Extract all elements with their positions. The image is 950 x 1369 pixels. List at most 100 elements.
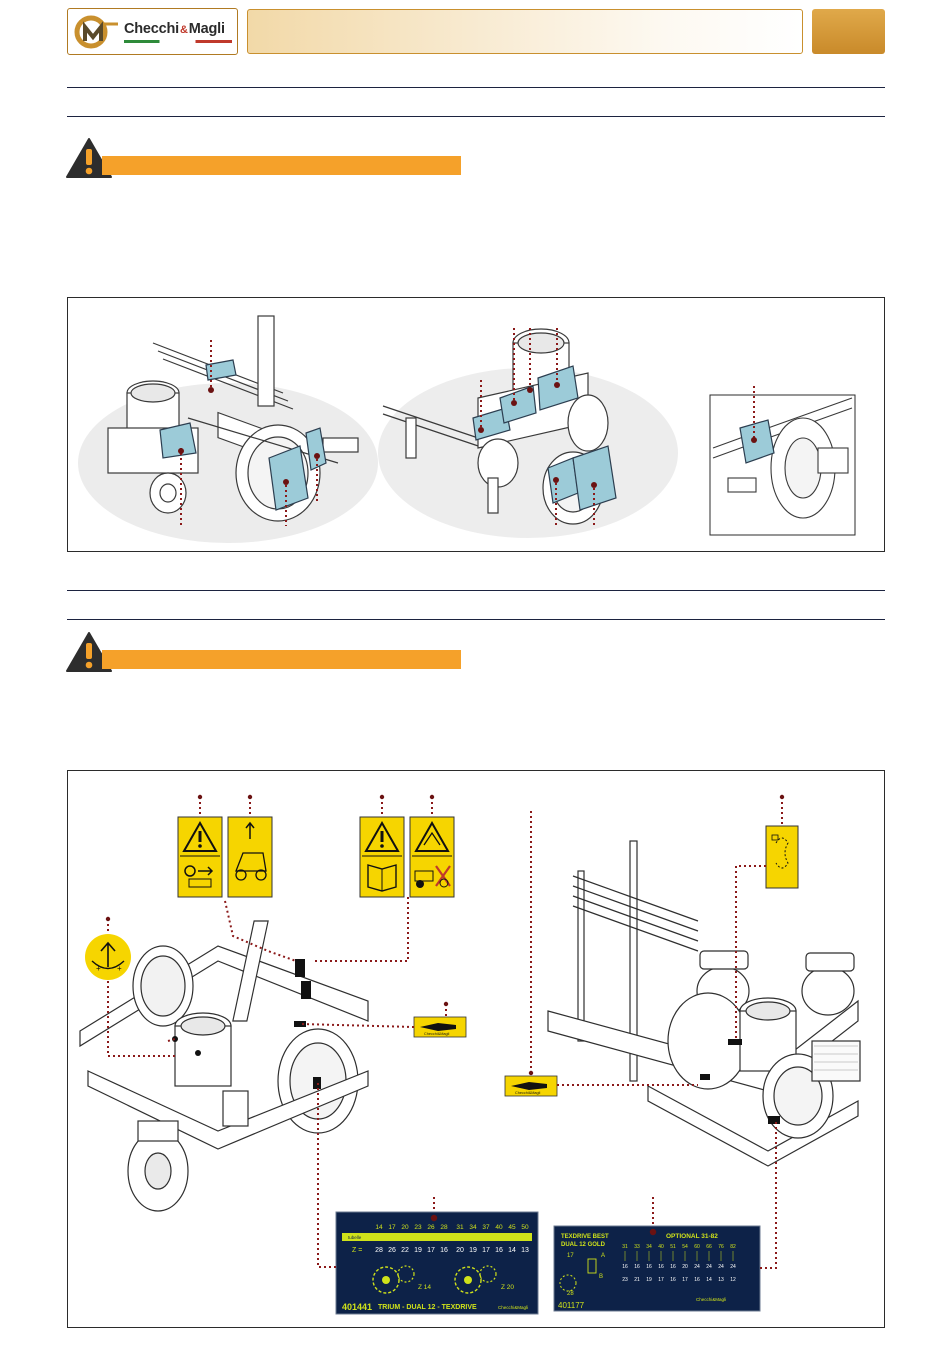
svg-text:16: 16: [495, 1247, 503, 1254]
svg-text:19: 19: [469, 1247, 477, 1254]
svg-text:26: 26: [388, 1247, 396, 1254]
svg-text:51: 51: [670, 1244, 676, 1250]
grease-label-2: Checchi&Magli: [504, 1075, 558, 1097]
svg-text:23: 23: [414, 1224, 422, 1231]
svg-text:Checchi&Magli: Checchi&Magli: [515, 1091, 540, 1095]
svg-text:31: 31: [622, 1244, 628, 1250]
decals-illustration: + + Checchi&Magli Checchi&Magli: [79, 794, 861, 1315]
svg-text:16: 16: [658, 1264, 664, 1270]
guards-figure: [67, 297, 885, 552]
svg-text:17: 17: [482, 1247, 490, 1254]
svg-text:13: 13: [521, 1247, 529, 1254]
svg-text:401441: 401441: [342, 1302, 372, 1312]
svg-text:20: 20: [401, 1224, 409, 1231]
svg-text:16: 16: [634, 1264, 640, 1270]
svg-text:17: 17: [567, 1253, 574, 1259]
svg-text:Checchi&Magli: Checchi&Magli: [696, 1297, 726, 1302]
svg-text:22: 22: [401, 1247, 409, 1254]
svg-text:TRIUM - DUAL 12 - TEXDRIVE: TRIUM - DUAL 12 - TEXDRIVE: [378, 1304, 477, 1311]
svg-text:+: +: [96, 964, 101, 973]
svg-text:16: 16: [694, 1277, 700, 1283]
svg-text:28: 28: [567, 1291, 574, 1297]
svg-text:24: 24: [694, 1264, 700, 1270]
svg-text:Z =: Z =: [352, 1247, 362, 1254]
brand-name: Checchi&Magli: [124, 21, 225, 37]
svg-text:16: 16: [622, 1264, 628, 1270]
svg-text:60: 60: [694, 1244, 700, 1250]
svg-text:13: 13: [718, 1277, 724, 1283]
svg-text:TEXDRIVE BEST: TEXDRIVE BEST: [561, 1234, 609, 1240]
brand-mark-icon: [74, 15, 118, 49]
svg-text:76: 76: [718, 1244, 724, 1250]
svg-text:17: 17: [682, 1277, 688, 1283]
svg-text:40: 40: [658, 1244, 664, 1250]
guard-shield: [159, 422, 197, 459]
svg-text:12: 12: [730, 1277, 736, 1283]
warning-banner: [102, 650, 461, 669]
svg-text:34: 34: [646, 1244, 652, 1250]
ratio-table-decal: 14 17 20 23 26 28 31 34 37 40 45 50 tube…: [335, 1211, 539, 1315]
grease-label-1: Checchi&Magli: [413, 1016, 467, 1038]
svg-text:26: 26: [427, 1224, 435, 1231]
guards-illustration: [78, 315, 856, 543]
svg-text:50: 50: [521, 1224, 529, 1231]
svg-text:24: 24: [706, 1264, 712, 1270]
svg-text:17: 17: [388, 1224, 396, 1231]
svg-text:OPTIONAL 31-82: OPTIONAL 31-82: [666, 1233, 718, 1240]
svg-text:21: 21: [634, 1277, 640, 1283]
brand-logo: Checchi&Magli: [67, 8, 238, 55]
warning-triangle-icon: [66, 632, 112, 672]
svg-text:+: +: [117, 964, 122, 973]
svg-text:37: 37: [482, 1224, 490, 1231]
svg-text:16: 16: [646, 1264, 652, 1270]
texdrive-table-decal: TEXDRIVE BEST DUAL 12 GOLD OPTIONAL 31-8…: [553, 1225, 761, 1312]
svg-text:20: 20: [682, 1264, 688, 1270]
svg-text:17: 17: [427, 1247, 435, 1254]
svg-text:Z 14: Z 14: [418, 1284, 431, 1291]
svg-text:B: B: [599, 1274, 603, 1280]
warning-triangle-icon: [66, 138, 112, 178]
section2-top-rule: [67, 590, 885, 591]
warning-banner: [102, 156, 461, 175]
svg-text:82: 82: [730, 1244, 736, 1250]
svg-text:33: 33: [634, 1244, 640, 1250]
svg-text:54: 54: [682, 1244, 688, 1250]
svg-text:16: 16: [440, 1247, 448, 1254]
svg-text:19: 19: [414, 1247, 422, 1254]
svg-text:DUAL 12 GOLD: DUAL 12 GOLD: [561, 1242, 606, 1248]
svg-text:401177: 401177: [558, 1301, 585, 1310]
svg-text:14: 14: [508, 1247, 516, 1254]
section2-bottom-rule: [67, 619, 885, 620]
page-number-tab: [812, 9, 885, 54]
svg-text:24: 24: [730, 1264, 736, 1270]
safety-decal-group-2: [359, 816, 455, 898]
svg-text:19: 19: [646, 1277, 652, 1283]
svg-text:Z 20: Z 20: [501, 1284, 514, 1291]
svg-text:28: 28: [440, 1224, 448, 1231]
decals-figure: + + Checchi&Magli Checchi&Magli: [67, 770, 885, 1328]
svg-text:17: 17: [658, 1277, 664, 1283]
svg-text:66: 66: [706, 1244, 712, 1250]
safety-decal-group-1: [177, 816, 273, 898]
svg-text:14: 14: [706, 1277, 712, 1283]
svg-text:tubelle: tubelle: [348, 1235, 362, 1240]
svg-text:16: 16: [670, 1264, 676, 1270]
svg-text:23: 23: [622, 1277, 628, 1283]
svg-text:40: 40: [495, 1224, 503, 1231]
svg-text:Checchi&Magli: Checchi&Magli: [498, 1305, 528, 1310]
svg-text:34: 34: [469, 1224, 477, 1231]
section1-bottom-rule: [67, 116, 885, 117]
svg-text:20: 20: [456, 1247, 464, 1254]
flag-stripe: [124, 40, 232, 43]
header-title-bar: [247, 9, 803, 54]
svg-text:24: 24: [718, 1264, 724, 1270]
svg-text:A: A: [601, 1253, 605, 1259]
round-lift-decal: + +: [85, 934, 131, 980]
svg-text:Checchi&Magli: Checchi&Magli: [424, 1032, 449, 1036]
svg-text:14: 14: [375, 1224, 383, 1231]
svg-text:28: 28: [375, 1247, 383, 1254]
svg-text:31: 31: [456, 1224, 464, 1231]
right-top-decal: [765, 825, 799, 889]
section1-top-rule: [67, 87, 885, 88]
svg-text:45: 45: [508, 1224, 516, 1231]
